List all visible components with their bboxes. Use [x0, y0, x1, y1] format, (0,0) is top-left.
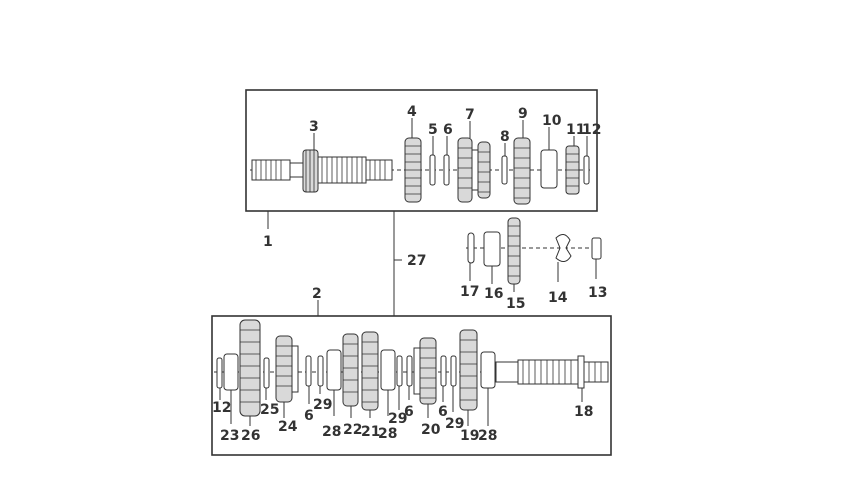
callout-6-b: 6: [404, 404, 414, 420]
collar-16: [483, 231, 501, 267]
callout-3: 3: [309, 119, 319, 135]
callout-1: 1: [263, 234, 273, 250]
callout-8: 8: [500, 129, 510, 145]
circlip-6-c: [440, 355, 447, 387]
callout-10: 10: [542, 113, 562, 129]
callout-16: 16: [484, 286, 503, 302]
bushing-28-c: [480, 351, 496, 389]
callout-29-a: 29: [313, 397, 332, 413]
callout-6-c: 6: [438, 404, 448, 420]
gear-22: [342, 333, 359, 407]
circlip-6-a: [305, 355, 312, 387]
bushing-10: [540, 149, 558, 189]
callout-29-b: 29: [388, 411, 407, 427]
callout-28-a: 28: [322, 424, 341, 440]
callout-18: 18: [574, 404, 593, 420]
nut-13: [591, 237, 602, 260]
washer-29-c: [450, 355, 457, 387]
callout-21: 21: [361, 424, 380, 440]
washer-12-upper: [583, 155, 590, 185]
lock-washer-14: [555, 234, 572, 262]
gear-24: [275, 335, 299, 403]
main-shaft-frame: [245, 89, 598, 212]
callout-12: 12: [582, 122, 601, 138]
sprocket-assembly: [466, 217, 602, 292]
gear-9: [513, 137, 531, 205]
circlip-6-b: [406, 355, 413, 387]
callout-26: 26: [241, 428, 260, 444]
callout-22: 22: [343, 422, 362, 438]
gear-19: [459, 329, 478, 411]
oil-seal-17: [467, 232, 475, 264]
callout-6-a: 6: [304, 408, 314, 424]
drive-sprocket-15: [507, 217, 521, 285]
bearing-23: [223, 353, 239, 391]
washer-5: [429, 154, 436, 186]
counter-shaft-assembly: [211, 315, 612, 456]
callout-29-c: 29: [445, 416, 464, 432]
washer-29-a: [317, 355, 324, 387]
callout-17: 17: [460, 284, 479, 300]
gear-4: [404, 137, 422, 203]
callout-2: 2: [312, 286, 322, 302]
callout-14: 14: [548, 290, 568, 306]
callout-27: 27: [407, 253, 426, 269]
callout-9: 9: [518, 106, 528, 122]
callout-28-b: 28: [378, 426, 397, 442]
callout-4: 4: [407, 104, 417, 120]
callout-12-lower: 12: [212, 400, 231, 416]
counter-shaft-frame: [211, 315, 612, 456]
callout-23: 23: [220, 428, 239, 444]
callout-15: 15: [506, 296, 525, 312]
bushing-28-a: [326, 349, 342, 391]
circlip-6: [443, 154, 450, 186]
callout-11: 11: [566, 122, 585, 138]
callout-5: 5: [428, 122, 438, 138]
callout-7: 7: [465, 107, 475, 123]
counter-shaft-18: [495, 355, 609, 389]
washer-12-lower: [216, 357, 223, 389]
callout-20: 20: [421, 422, 441, 438]
callout-25: 25: [260, 402, 279, 418]
gear-20: [413, 337, 437, 405]
gear-21: [361, 331, 379, 411]
callout-6: 6: [443, 122, 453, 138]
bushing-28-b: [380, 349, 396, 391]
callout-28-c: 28: [478, 428, 497, 444]
washer-29-b: [396, 355, 403, 387]
callout-19: 19: [460, 428, 479, 444]
gear-11: [565, 145, 580, 195]
washer-25: [263, 357, 270, 389]
main-shaft-assembly: [245, 89, 598, 212]
callout-24: 24: [278, 419, 298, 435]
circlip-8: [501, 155, 508, 185]
gear-26: [239, 319, 261, 417]
gear-7: [457, 137, 491, 203]
main-shaft: [251, 149, 393, 193]
callout-13: 13: [588, 285, 607, 301]
